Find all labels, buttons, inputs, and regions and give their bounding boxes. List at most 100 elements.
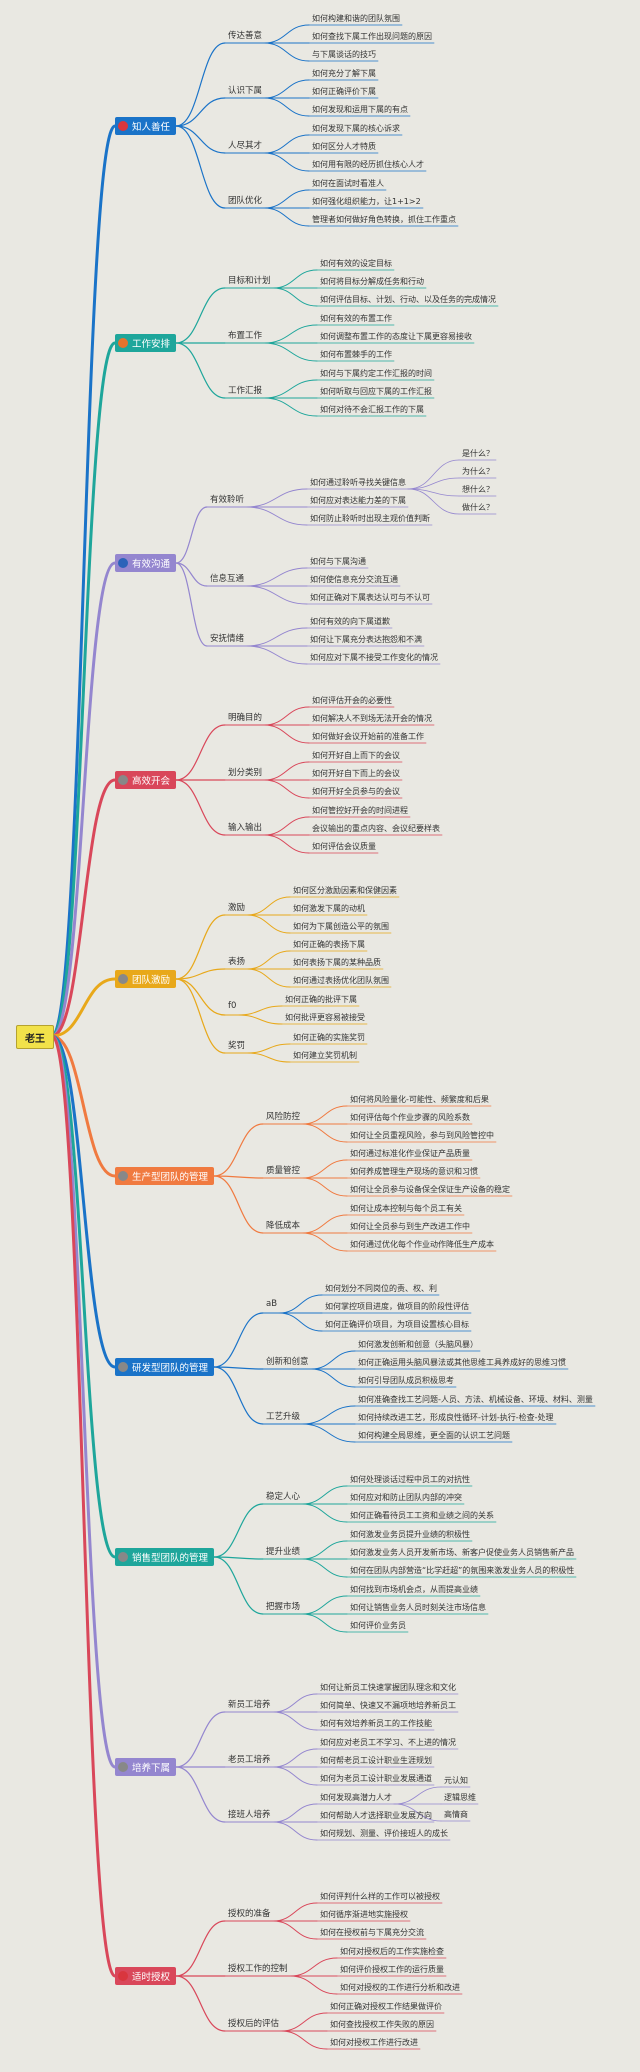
branch-node[interactable]: 销售型团队的管理 (115, 1548, 215, 1566)
sub-node[interactable]: 工艺升级 (266, 1412, 301, 1422)
leaf-node[interactable]: 如何开好全员参与的会议 (312, 787, 400, 796)
branch-node[interactable]: 适时授权 (115, 1967, 177, 1985)
leaf-node[interactable]: 如何划分不同岗位的责、权、利 (325, 1284, 437, 1293)
sub-node[interactable]: 授权工作的控制 (228, 1964, 288, 1974)
leaf-node[interactable]: 如何评判什么样的工作可以被授权 (320, 1892, 440, 1901)
leaf-node[interactable]: 如何引导团队成员积极思考 (358, 1376, 454, 1385)
leaf-node[interactable]: 如何解决人不到场无法开会的情况 (312, 714, 432, 723)
leaf-node[interactable]: 如何正确对下属表达认可与不认可 (310, 593, 430, 602)
sub-node[interactable]: 目标和计划 (228, 276, 271, 286)
extra-node[interactable]: 想什么？ (462, 485, 494, 494)
leaf-node[interactable]: 如何通过标准化作业保证产品质量 (350, 1149, 470, 1158)
extra-node[interactable]: 逻辑思维 (444, 1793, 476, 1802)
leaf-node[interactable]: 如何查找下属工作出现问题的原因 (312, 32, 432, 41)
leaf-node[interactable]: 如何强化组织能力，让1+1>2 (312, 197, 421, 206)
leaf-node[interactable]: 与下属谈话的技巧 (312, 50, 376, 59)
leaf-node[interactable]: 管理者如何做好角色转换，抓住工作重点 (312, 215, 456, 224)
branch-node[interactable]: 团队激励 (115, 970, 177, 988)
leaf-node[interactable]: 如何让下属充分表达抱怨和不满 (310, 635, 422, 644)
leaf-node[interactable]: 如何对授权后的工作实施检查 (340, 1947, 444, 1956)
leaf-node[interactable]: 如何开好自下而上的会议 (312, 769, 400, 778)
sub-node[interactable]: 认识下属 (228, 86, 263, 96)
leaf-node[interactable]: 如何与下属沟通 (310, 557, 366, 566)
leaf-node[interactable]: 如何正确看待员工工资和业绩之间的关系 (350, 1511, 494, 1520)
leaf-node[interactable]: 如何表扬下属的某种品质 (293, 958, 381, 967)
extra-node[interactable]: 元认知 (444, 1776, 468, 1785)
leaf-node[interactable]: 如何查找授权工作失败的原因 (330, 2020, 434, 2029)
sub-node[interactable]: 稳定人心 (266, 1492, 301, 1502)
leaf-node[interactable]: 如何用有限的经历抓住核心人才 (312, 160, 424, 169)
sub-node[interactable]: 工作汇报 (228, 386, 263, 396)
sub-node[interactable]: 提升业绩 (266, 1547, 301, 1557)
leaf-node[interactable]: 如何充分了解下属 (312, 69, 376, 78)
leaf-node[interactable]: 如何让全员参与到生产改进工作中 (350, 1222, 470, 1231)
leaf-node[interactable]: 如何应对老员工不学习、不上进的情况 (320, 1738, 456, 1747)
leaf-node[interactable]: 如何为老员工设计职业发展通道 (320, 1774, 432, 1783)
leaf-node[interactable]: 如何评估目标、计划、行动、以及任务的完成情况 (320, 295, 496, 304)
extra-node[interactable]: 做什么？ (462, 503, 494, 512)
leaf-node[interactable]: 如何让新员工快速掌握团队理念和文化 (320, 1683, 456, 1692)
leaf-node[interactable]: 如何发现下属的核心诉求 (312, 124, 400, 133)
leaf-node[interactable]: 如何找到市场机会点，从而提高业绩 (350, 1585, 478, 1594)
extra-node[interactable]: 为什么？ (462, 467, 494, 476)
leaf-node[interactable]: 如何在授权前与下属充分交流 (320, 1928, 424, 1937)
leaf-node[interactable]: 如何正确对授权工作结果做评价 (330, 2002, 442, 2011)
leaf-node[interactable]: 如何与下属约定工作汇报的时间 (320, 369, 432, 378)
leaf-node[interactable]: 如何布置棘手的工作 (320, 350, 392, 359)
leaf-node[interactable]: 如何评估会议质量 (312, 842, 376, 851)
leaf-node[interactable]: 如何发现和运用下属的有点 (312, 105, 408, 114)
leaf-node[interactable]: 如何发现高潜力人才 (320, 1793, 392, 1802)
leaf-node[interactable]: 如何为下属创造公平的氛围 (293, 922, 389, 931)
leaf-node[interactable]: 如何有效培养新员工的工作技能 (320, 1719, 432, 1728)
sub-node[interactable]: 授权的准备 (228, 1909, 271, 1919)
leaf-node[interactable]: 如何正确评价项目，为项目设置核心目标 (325, 1320, 469, 1329)
sub-node[interactable]: 人尽其才 (228, 141, 263, 151)
branch-node[interactable]: 有效沟通 (115, 554, 177, 572)
sub-node[interactable]: 输入输出 (228, 823, 263, 833)
leaf-node[interactable]: 如何在面试时看准人 (312, 179, 384, 188)
sub-node[interactable]: 明确目的 (228, 713, 263, 723)
sub-node[interactable]: 安抚情绪 (210, 634, 245, 644)
leaf-node[interactable]: 如何评价业务员 (350, 1621, 406, 1630)
leaf-node[interactable]: 如何激发业务人员开发新市场、新客户促使业务人员销售新产品 (350, 1548, 574, 1557)
leaf-node[interactable]: 如何区分激励因素和保健因素 (293, 886, 397, 895)
sub-node[interactable]: 新员工培养 (228, 1700, 271, 1710)
sub-node[interactable]: 有效聆听 (210, 495, 245, 505)
leaf-node[interactable]: 如何构建全局思维，更全面的认识工艺问题 (358, 1431, 510, 1440)
leaf-node[interactable]: 如何激发下属的动机 (293, 904, 365, 913)
leaf-node[interactable]: 如何让成本控制与每个员工有关 (350, 1204, 462, 1213)
leaf-node[interactable]: 如何让全员参与设备保全保证生产设备的稳定 (350, 1185, 510, 1194)
leaf-node[interactable]: 如何应对和防止团队内部的冲突 (350, 1493, 462, 1502)
leaf-node[interactable]: 如何激发业务员提升业绩的积极性 (350, 1530, 470, 1539)
mindmap-root[interactable]: 老王 (16, 1025, 54, 1049)
leaf-node[interactable]: 如何评估开会的必要性 (312, 696, 392, 705)
leaf-node[interactable]: 如何正确运用头脑风暴法或其他思维工具养成好的思维习惯 (358, 1358, 566, 1367)
branch-node[interactable]: 高效开会 (115, 771, 177, 789)
leaf-node[interactable]: 如何在团队内部营造“比学赶超”的氛围来激发业务人员的积极性 (350, 1566, 575, 1575)
leaf-node[interactable]: 如何通过优化每个作业动作降低生产成本 (350, 1240, 494, 1249)
leaf-node[interactable]: 如何评价授权工作的运行质量 (340, 1965, 444, 1974)
leaf-node[interactable]: 如何应对表达能力差的下属 (310, 496, 406, 505)
leaf-node[interactable]: 如何简单、快速又不漏项地培养新员工 (320, 1701, 456, 1710)
leaf-node[interactable]: 如何通过表扬优化团队氛围 (293, 976, 389, 985)
leaf-node[interactable]: 如何开好自上而下的会议 (312, 751, 400, 760)
leaf-node[interactable]: 如何使信息充分交流互通 (310, 575, 398, 584)
sub-node[interactable]: 创新和创意 (266, 1357, 309, 1367)
sub-node[interactable]: 布置工作 (228, 331, 263, 341)
sub-node[interactable]: 风险防控 (266, 1112, 301, 1122)
branch-node[interactable]: 知人善任 (115, 117, 177, 135)
leaf-node[interactable]: 如何建立奖罚机制 (293, 1051, 357, 1060)
leaf-node[interactable]: 如何调整布置工作的态度让下属更容易接收 (320, 332, 472, 341)
branch-node[interactable]: 研发型团队的管理 (115, 1358, 215, 1376)
leaf-node[interactable]: 如何将目标分解成任务和行动 (320, 277, 424, 286)
leaf-node[interactable]: 如何管控好开会的时间进程 (312, 806, 408, 815)
sub-node[interactable]: 质量管控 (266, 1166, 301, 1176)
leaf-node[interactable]: 如何通过聆听寻找关键信息 (310, 478, 406, 487)
sub-node[interactable]: f0 (228, 1001, 237, 1011)
leaf-node[interactable]: 如何让全员重视风险，参与到风险管控中 (350, 1131, 494, 1140)
leaf-node[interactable]: 如何帮助人才选择职业发展方向 (320, 1811, 432, 1820)
leaf-node[interactable]: 如何听取与回应下属的工作汇报 (320, 387, 432, 396)
branch-node[interactable]: 生产型团队的管理 (115, 1167, 215, 1185)
leaf-node[interactable]: 如何评估每个作业步骤的风险系数 (350, 1113, 470, 1122)
sub-node[interactable]: 老员工培养 (228, 1755, 271, 1765)
